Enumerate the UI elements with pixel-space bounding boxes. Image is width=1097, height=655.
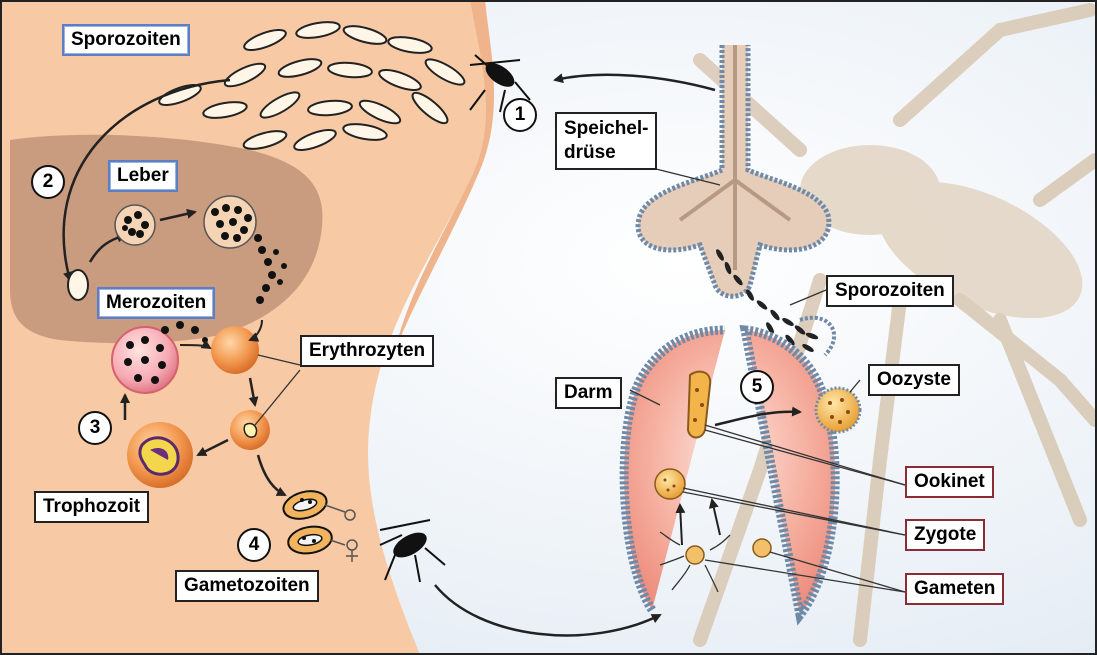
step-4-badge: 4 bbox=[237, 528, 271, 562]
label-merozoiten: Merozoiten bbox=[97, 287, 215, 319]
label-sporozoiten-gland: Sporozoiten bbox=[826, 275, 954, 307]
label-darm: Darm bbox=[555, 377, 622, 409]
label-gameten: Gameten bbox=[905, 573, 1004, 605]
label-oozyste: Oozyste bbox=[868, 364, 960, 396]
erythrocyte-cell bbox=[211, 326, 259, 374]
arrow-mosquito-to-gut bbox=[435, 585, 660, 635]
label-speicheldruese: Speichel- drüse bbox=[555, 112, 657, 170]
oocyst bbox=[816, 388, 860, 432]
step-5-badge: 5 bbox=[740, 370, 774, 404]
label-sporozoiten-skin: Sporozoiten bbox=[62, 24, 190, 56]
label-speicheldruese-line1: Speichel- bbox=[564, 117, 648, 141]
label-leber: Leber bbox=[108, 160, 178, 192]
step-2-badge: 2 bbox=[31, 165, 65, 199]
arrow-gland-to-mosquito bbox=[555, 75, 715, 90]
label-trophozoit: Trophozoit bbox=[34, 491, 149, 523]
label-ookinet: Ookinet bbox=[905, 466, 994, 498]
mosquito-feeding-icon bbox=[380, 520, 445, 582]
label-gametozoiten: Gametozoiten bbox=[175, 570, 319, 602]
label-speicheldruese-line2: drüse bbox=[564, 141, 648, 165]
step-3-badge: 3 bbox=[78, 411, 112, 445]
label-zygote: Zygote bbox=[905, 519, 985, 551]
step-1-badge: 1 bbox=[503, 98, 537, 132]
label-erythrozyten: Erythrozyten bbox=[300, 335, 434, 367]
